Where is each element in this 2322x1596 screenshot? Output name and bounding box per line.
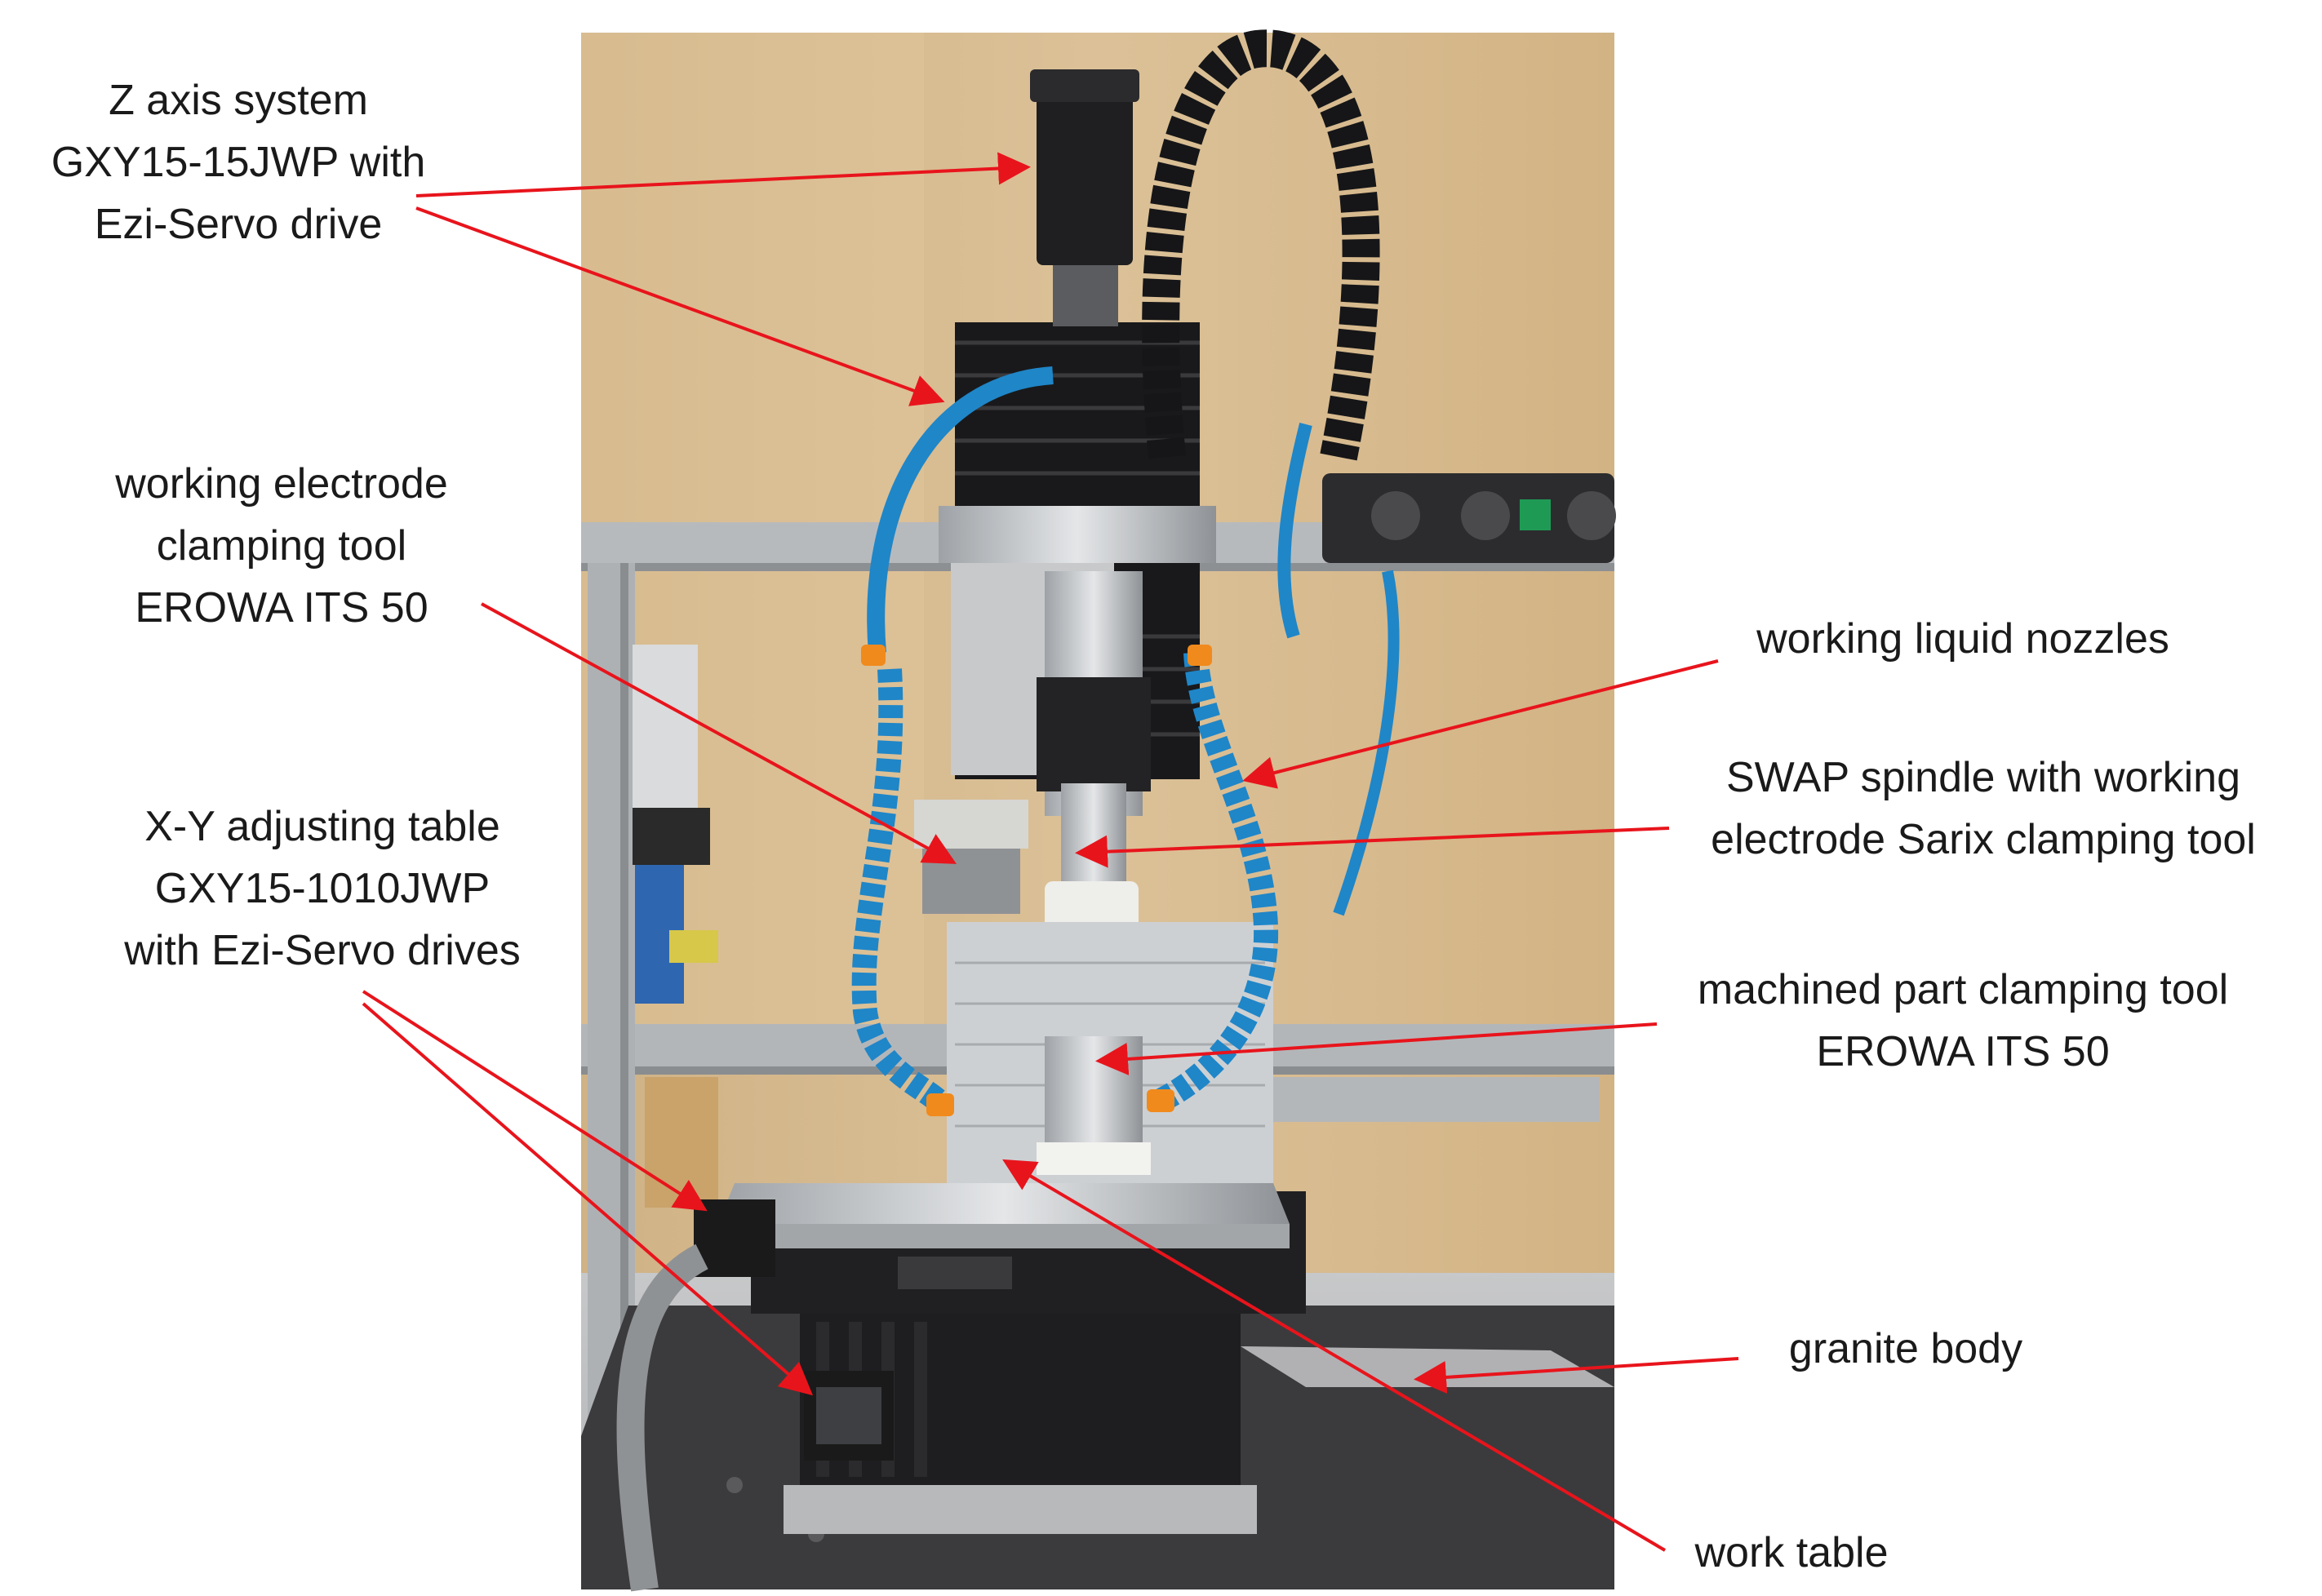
arrow-xy-upper bbox=[362, 990, 708, 1212]
arrow-part-clamp bbox=[1095, 1022, 1658, 1075]
label-line: clamping tool bbox=[156, 522, 407, 570]
label-xy-table: X-Y adjusting table GXY15-1010JWP with E… bbox=[124, 796, 520, 982]
label-line: working electrode bbox=[115, 460, 448, 508]
label-line: EROWA ITS 50 bbox=[135, 584, 428, 632]
arrow-xy-lower bbox=[362, 1002, 814, 1396]
arrow-nozzles bbox=[1242, 659, 1719, 789]
label-line: granite body bbox=[1788, 1325, 2023, 1372]
label-granite: granite body bbox=[1789, 1318, 2022, 1380]
electrical-components bbox=[633, 645, 718, 1208]
grey-conduit bbox=[616, 1244, 709, 1592]
label-line: with Ezi-Servo drives bbox=[124, 927, 521, 974]
label-line: Ezi-Servo drive bbox=[94, 201, 383, 248]
arrow-clamp-electrode bbox=[481, 602, 957, 864]
label-spindle: SWAP spindle with working electrode Sari… bbox=[1711, 747, 2256, 871]
label-part-clamp: machined part clamping tool EROWA ITS 50 bbox=[1698, 959, 2228, 1083]
label-line: machined part clamping tool bbox=[1697, 966, 2229, 1013]
label-line: GXY15-1010JWP bbox=[154, 865, 491, 912]
cable-chain bbox=[1142, 29, 1380, 461]
label-line: Z axis system bbox=[109, 77, 368, 124]
label-line: X-Y adjusting table bbox=[144, 803, 500, 850]
arrow-granite bbox=[1414, 1357, 1739, 1394]
xy-table bbox=[694, 1183, 1306, 1534]
label-line: working liquid nozzles bbox=[1756, 615, 2169, 663]
power-strip bbox=[1322, 473, 1616, 563]
part-fixture bbox=[947, 922, 1273, 1183]
label-z-axis: Z axis system GXY15-15JWP with Ezi-Servo… bbox=[51, 69, 426, 255]
label-line: SWAP spindle with working bbox=[1725, 754, 2241, 801]
arrow-spindle bbox=[1075, 827, 1670, 868]
label-electrode-clamp: working electrode clamping tool EROWA IT… bbox=[115, 453, 448, 639]
nozzle-tips bbox=[861, 645, 1212, 1116]
label-work-table: work table bbox=[1695, 1522, 1889, 1584]
arrow-z-axis-motor bbox=[415, 152, 1031, 197]
arrow-work-table bbox=[1002, 1159, 1667, 1552]
label-line: EROWA ITS 50 bbox=[1816, 1028, 2110, 1075]
label-line: work table bbox=[1694, 1529, 1889, 1576]
label-line: GXY15-15JWP with bbox=[51, 139, 426, 186]
arrow-z-axis-column bbox=[415, 206, 945, 406]
label-nozzles: working liquid nozzles bbox=[1756, 608, 2169, 670]
coolant-hoses bbox=[851, 366, 1400, 1113]
annotation-arrows bbox=[362, 152, 1739, 1552]
label-line: electrode Sarix clamping tool bbox=[1711, 816, 2256, 863]
